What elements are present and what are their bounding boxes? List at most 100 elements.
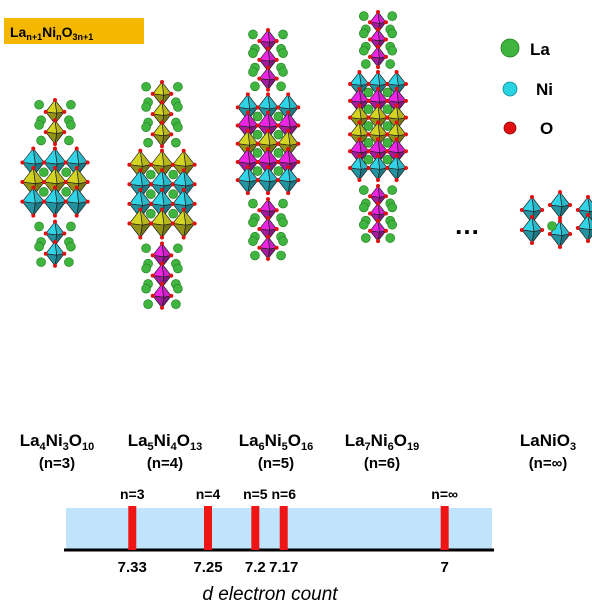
oxygen-atom [376, 44, 380, 49]
oxygen-atom [74, 185, 79, 190]
lanthanum-atom [173, 263, 183, 274]
oxygen-atom [43, 109, 48, 114]
compound-formula: La4Ni3O10 [20, 431, 95, 453]
lanthanum-atom [146, 169, 156, 180]
lanthanum-atom [36, 135, 46, 146]
lanthanum-atom [278, 236, 288, 246]
oxygen-atom [74, 166, 79, 171]
octahedron [127, 148, 154, 181]
marker-value-label: 7.33 [118, 559, 147, 576]
lanthanum-atom [141, 122, 151, 133]
oxygen-atom [383, 20, 388, 25]
oxygen-atom [383, 228, 388, 233]
octahedron [547, 190, 573, 220]
oxygen-atom [245, 92, 250, 97]
lanthanum-atom [66, 221, 76, 232]
oxygen-atom [235, 105, 240, 110]
oxygen-atom [138, 207, 143, 212]
oxygen-atom [357, 137, 362, 142]
oxygen-atom [403, 82, 408, 87]
oxygen-atom [170, 201, 175, 206]
octahedron [368, 44, 388, 70]
lanthanum-atom [387, 202, 398, 213]
oxygen-atom [255, 123, 260, 128]
lanthanum-atom [358, 185, 369, 195]
oxygen-atom [138, 168, 143, 173]
oxygen-atom [150, 293, 155, 298]
lanthanum-atom [278, 198, 288, 209]
oxygen-atom [160, 207, 164, 212]
oxygen-atom [394, 103, 399, 108]
lanthanum-atom [168, 169, 178, 180]
oxygen-atom [368, 211, 373, 216]
octahedron [276, 165, 301, 196]
lanthanum-atom [363, 154, 374, 165]
oxygen-atom [192, 221, 197, 226]
lanthanum-atom [248, 217, 258, 228]
oxygen-atom [274, 57, 279, 62]
lanthanum-atom [173, 102, 183, 112]
oxygen-atom [394, 86, 399, 91]
lanthanum-atom [143, 137, 153, 148]
crystal-structures [20, 10, 592, 310]
oxygen-atom [257, 76, 262, 81]
oxygen-atom [245, 165, 250, 170]
oxygen-atom [160, 281, 164, 286]
octahedron [43, 239, 67, 268]
oxygen-atom [53, 98, 57, 102]
oxygen-atom [149, 182, 154, 187]
lanthanum-atom [273, 129, 284, 140]
oxygen-atom [160, 80, 164, 84]
oxygen-atom [181, 235, 186, 240]
oxygen-atom [160, 144, 164, 149]
n-label: (n=4) [147, 455, 183, 472]
oxygen-atom [257, 208, 262, 213]
oxygen-atom [519, 208, 524, 212]
lanthanum-atom [248, 236, 258, 246]
oxygen-atom [586, 239, 590, 243]
oxygen-atom [257, 39, 262, 44]
oxygen-atom [266, 87, 270, 92]
compound-formulas: La4Ni3O10(n=3)La5Ni4O13(n=4)La6Ni5O16(n=… [20, 431, 576, 472]
compound-formula: LaNiO3 [520, 431, 576, 453]
oxygen-atom [255, 178, 260, 183]
lanthanum-atom [273, 148, 284, 158]
oxygen-atom [138, 187, 143, 192]
oxygen-atom [296, 123, 301, 128]
oxygen-atom [149, 201, 154, 206]
lanthanum-atom [387, 185, 398, 195]
oxygen-atom [376, 178, 380, 183]
oxygen-atom [366, 98, 371, 103]
oxygen-atom [348, 132, 353, 137]
oxygen-atom [127, 221, 132, 226]
oxygen-atom [43, 130, 48, 135]
oxygen-atom [266, 28, 270, 32]
oxygen-atom [383, 194, 388, 199]
oxygen-atom [368, 228, 373, 233]
oxygen-atom [376, 120, 380, 125]
octahedron [150, 261, 174, 290]
oxygen-atom [63, 160, 68, 165]
oxygen-atom [192, 201, 197, 206]
scale-marker [204, 506, 212, 550]
oxygen-atom [170, 182, 175, 187]
oxygen-atom [348, 82, 353, 87]
oxygen-atom [383, 54, 388, 59]
lanthanum-atom [248, 29, 258, 40]
oxygen-atom [357, 70, 362, 75]
octahedron [150, 281, 174, 310]
oxygen-atom [235, 123, 240, 128]
oxygen-atom [245, 146, 250, 151]
oxygen-atom [53, 142, 57, 147]
oxygen-atom [169, 91, 174, 96]
oxygen-atom [63, 180, 68, 185]
oxygen-atom [85, 160, 90, 165]
oxygen-atom [394, 70, 399, 75]
lanthanum-atom [34, 120, 44, 130]
lanthanum-atom [141, 243, 151, 254]
oxygen-atom [274, 208, 279, 213]
lanthanum-atom [64, 135, 74, 146]
lanthanum-atom [34, 221, 44, 232]
oxygen-atom [257, 57, 262, 62]
marker-n-label: n=4 [196, 486, 221, 502]
